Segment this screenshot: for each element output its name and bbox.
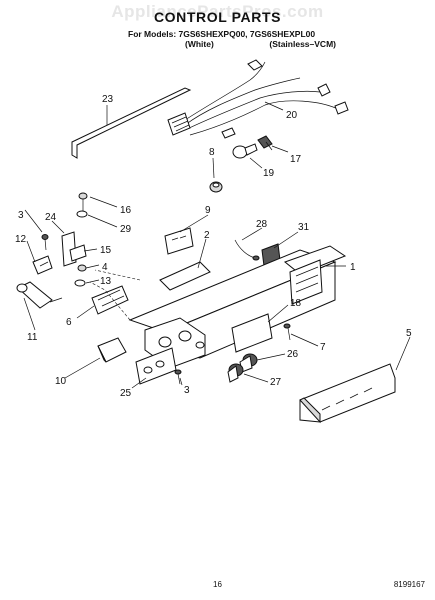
part-27-knob xyxy=(227,363,244,383)
callout-2: 2 xyxy=(204,230,210,241)
part-2-cover xyxy=(159,261,211,291)
callout-28: 28 xyxy=(256,219,268,230)
callout-26: 26 xyxy=(287,349,299,360)
part-13-washer xyxy=(74,279,86,287)
part-8-grommet xyxy=(209,181,223,193)
part-9-relay xyxy=(164,227,194,255)
callout-8: 8 xyxy=(209,147,215,158)
part-28-wire xyxy=(234,239,260,261)
callout-7: 7 xyxy=(320,342,326,353)
callout-3-top: 3 xyxy=(18,210,24,221)
watermark: AppliancePartsPros.com xyxy=(111,2,324,21)
models-prefix: For Models: xyxy=(128,29,177,39)
part-12-clip xyxy=(32,255,53,275)
part-6-mount xyxy=(91,285,129,315)
callout-15: 15 xyxy=(100,245,112,256)
callout-4: 4 xyxy=(102,262,108,273)
callout-labels: 23 20 8 17 19 3 24 16 29 9 28 31 12 15 2… xyxy=(15,94,412,399)
part-15-switch xyxy=(69,244,87,262)
callout-6: 6 xyxy=(66,317,72,328)
callout-24: 24 xyxy=(45,212,57,223)
callout-17: 17 xyxy=(290,154,302,165)
part-7-screw xyxy=(283,323,291,341)
callout-11: 11 xyxy=(27,332,38,343)
callout-27: 27 xyxy=(270,377,282,388)
part-18-plate xyxy=(231,313,273,353)
callout-29: 29 xyxy=(120,224,132,235)
part-3-screw-bottom xyxy=(174,369,182,385)
part-11-thermostat xyxy=(16,281,63,309)
callout-20: 20 xyxy=(286,110,298,121)
part-3-screw-top xyxy=(41,234,49,251)
callout-12: 12 xyxy=(15,234,27,245)
callout-1: 1 xyxy=(350,262,356,273)
callout-19: 19 xyxy=(263,168,275,179)
callout-23: 23 xyxy=(102,94,114,105)
part-20-wire-harness xyxy=(167,59,349,139)
part-23-rod xyxy=(71,87,192,159)
variant-white: (White) xyxy=(185,39,214,49)
callout-16: 16 xyxy=(120,205,132,216)
model-numbers: 7GS6SHEXPQ00, 7GS6SHEXPL00 xyxy=(178,29,316,39)
callout-5: 5 xyxy=(406,328,412,339)
page-title: CONTROL PARTS xyxy=(153,9,282,25)
callout-25: 25 xyxy=(120,388,132,399)
callout-9: 9 xyxy=(205,205,211,216)
leader-lines xyxy=(23,101,411,389)
callout-18: 18 xyxy=(290,298,302,309)
model-info: For Models: 7GS6SHEXPQ00, 7GS6SHEXPL00 (… xyxy=(128,29,336,49)
part-16-screw xyxy=(78,192,88,212)
variant-stainless: (Stainless–VCM) xyxy=(269,39,336,49)
callout-31: 31 xyxy=(298,222,310,233)
part-17-socket xyxy=(257,135,273,151)
page-number: 16 xyxy=(213,580,222,589)
part-4-nut xyxy=(77,264,87,272)
part-29-washer xyxy=(76,210,88,218)
part-10-bezel xyxy=(97,337,127,363)
callout-10: 10 xyxy=(55,376,67,387)
part-1-control-housing xyxy=(89,245,347,369)
part-19-light-bulb xyxy=(232,143,258,159)
callout-3-bottom: 3 xyxy=(184,385,190,396)
document-code: 8199167 xyxy=(393,580,425,589)
part-5-panel xyxy=(299,363,396,424)
callout-13: 13 xyxy=(100,276,112,287)
